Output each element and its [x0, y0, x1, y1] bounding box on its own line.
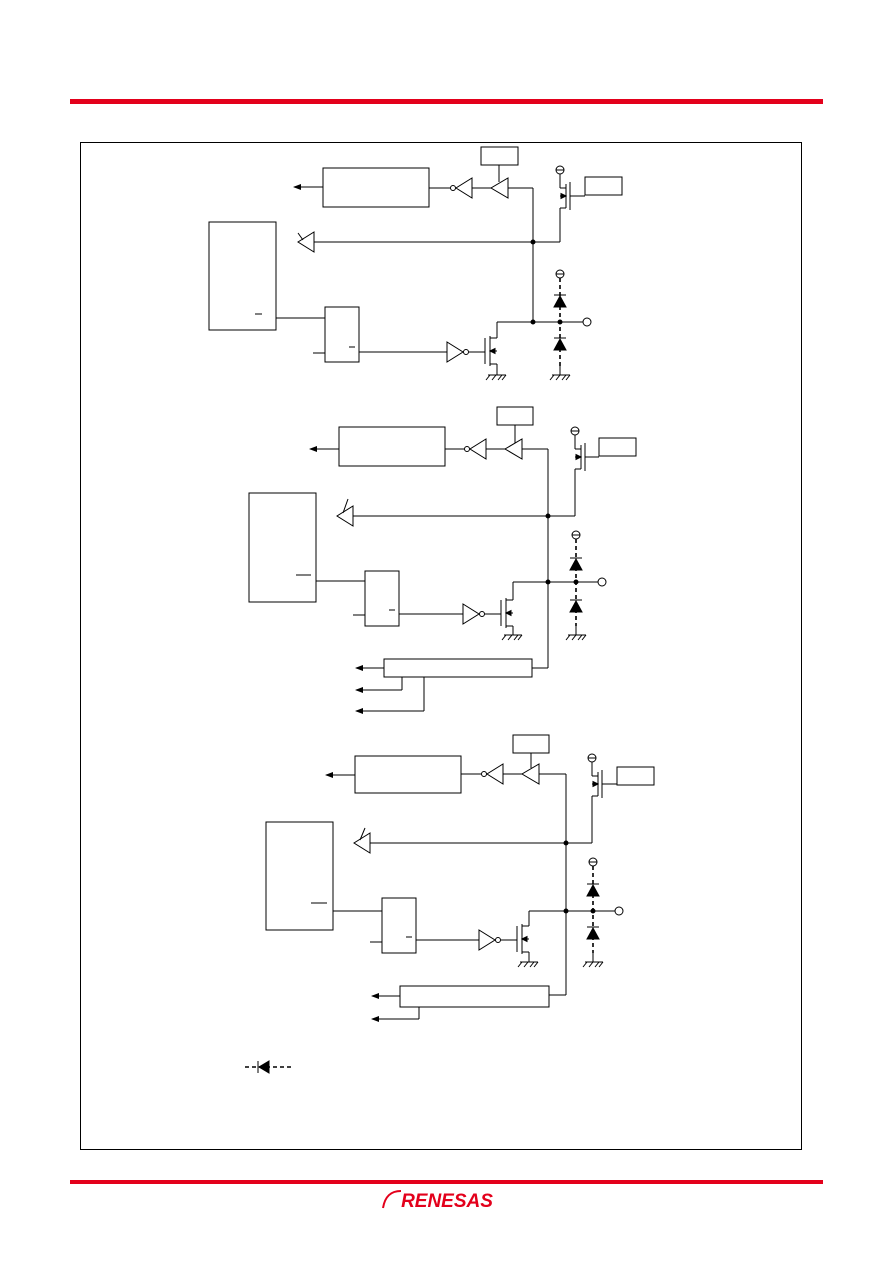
- peripheral-output-block: [399, 985, 550, 1008]
- pin-terminal-icon: [582, 317, 592, 327]
- read-buffer-icon: [336, 505, 354, 527]
- figure-frame: [80, 142, 802, 1150]
- output-inverter-icon: [446, 341, 464, 363]
- header-rule: [70, 99, 823, 104]
- inverter-icon: [455, 177, 473, 199]
- input-buffer-block: [354, 755, 462, 794]
- input-buffer-block: [338, 426, 446, 467]
- input-buffer-icon: [504, 438, 523, 460]
- circuit-upper: [208, 146, 623, 381]
- output-latch-block: [324, 306, 360, 363]
- output-inverter-icon: [478, 929, 496, 951]
- pin-terminal-icon: [614, 906, 624, 916]
- logo-text: RENESAS: [401, 1191, 493, 1212]
- renesas-logo: RENESAS: [382, 1190, 493, 1212]
- data-bus-block: [208, 221, 277, 331]
- data-bus-block: [265, 821, 334, 931]
- footer-rule: [70, 1180, 823, 1184]
- enable-control-box: [496, 406, 534, 426]
- input-buffer-block: [322, 167, 430, 208]
- peripheral-output-block: [383, 658, 533, 678]
- inverter-icon: [486, 763, 504, 785]
- data-bus-block: [248, 492, 317, 603]
- legend-dashed-diode-icon: [245, 1060, 294, 1074]
- pin-terminal-icon: [597, 577, 607, 587]
- output-inverter-icon: [462, 603, 480, 625]
- pull-up-control-box: [616, 766, 655, 786]
- pull-up-control-box: [584, 176, 623, 196]
- enable-control-box: [512, 734, 550, 754]
- circuit-middle: [248, 406, 637, 714]
- pull-up-control-box: [598, 437, 637, 457]
- output-latch-block: [364, 570, 400, 627]
- output-latch-block: [381, 897, 417, 954]
- circuit-lower: [265, 734, 655, 1022]
- read-buffer-icon: [297, 231, 315, 253]
- enable-control-box: [480, 146, 519, 166]
- inverter-icon: [469, 438, 487, 460]
